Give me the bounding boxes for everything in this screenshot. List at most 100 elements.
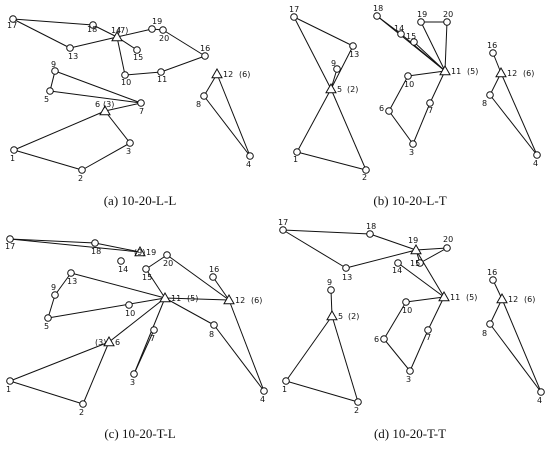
node-9-circle: [51, 67, 59, 75]
edge-8-4: [203, 95, 251, 157]
node-17-label: 17: [7, 21, 17, 30]
node-11-triangle: [438, 290, 450, 302]
node-12-triangle: [495, 66, 507, 78]
caption-d: (d) 10-20-T-T: [374, 426, 446, 441]
node-1-circle: [282, 377, 290, 385]
node-2-circle: [362, 166, 370, 174]
node-8-label: 8: [196, 100, 201, 109]
node-14-label: 14: [118, 265, 128, 274]
node-4-label: 4: [537, 396, 542, 405]
edge-11-10: [124, 71, 162, 76]
edge-2-6: [82, 341, 110, 405]
node-2-circle: [78, 166, 86, 174]
node-15-label: 15: [410, 259, 420, 268]
node-10-circle: [125, 301, 133, 309]
node-9-circle: [333, 65, 341, 73]
edge-3-7: [412, 102, 431, 145]
edge-6-1: [9, 341, 110, 382]
edge-10-14: [116, 36, 126, 76]
node-8-label: 8: [482, 99, 487, 108]
node-14-label: 14: [394, 24, 404, 33]
edge-5-9: [47, 294, 56, 319]
node-18-label: 18: [366, 222, 376, 231]
node-3-circle: [130, 370, 138, 378]
edge-14-19: [116, 28, 153, 38]
node-8-circle: [486, 320, 494, 328]
edge-6-7: [104, 102, 142, 112]
edge-18-19: [94, 242, 141, 253]
node-8-label: 8: [482, 329, 487, 338]
node-14-badge: (7): [117, 26, 128, 35]
node-4-circle: [537, 388, 545, 396]
node-15-label: 15: [142, 273, 152, 282]
node-12-label: 12: [223, 70, 233, 79]
node-8-circle: [486, 91, 494, 99]
edge-5-2: [330, 88, 367, 171]
node-17-label: 17: [289, 5, 299, 14]
node-20-circle: [159, 26, 167, 34]
edge-6-3: [383, 338, 411, 372]
edge-11-10: [405, 296, 445, 303]
node-7-circle: [150, 326, 158, 334]
edge-14-11: [400, 33, 446, 72]
node-4-label: 4: [246, 160, 251, 169]
node-7-circle: [137, 99, 145, 107]
edge-11-8: [164, 297, 215, 326]
edge-3-7: [133, 329, 155, 375]
edge-13-19: [345, 249, 417, 269]
node-3-circle: [406, 367, 414, 375]
node-9-label: 9: [51, 283, 56, 292]
node-20-circle: [443, 244, 451, 252]
node-15-label: 15: [406, 32, 416, 41]
node-20-label: 20: [159, 34, 169, 43]
edge-12-16: [212, 276, 230, 301]
node-7-label: 7: [139, 107, 144, 116]
edge-10-6: [383, 301, 407, 340]
edge-13-5: [330, 45, 354, 90]
edge-11-6: [108, 297, 166, 343]
node-18-label: 18: [91, 247, 101, 256]
edge-17-18: [9, 238, 96, 244]
edge-17-18: [12, 18, 94, 26]
node-18-circle: [373, 12, 381, 20]
edge-5-1: [285, 315, 333, 382]
node-6-label: 6: [379, 104, 384, 113]
node-18-label: 18: [373, 4, 383, 13]
node-15-circle: [416, 259, 424, 267]
node-16-circle: [489, 276, 497, 284]
node-11-label: 11: [171, 294, 181, 303]
edge-12-11: [164, 297, 230, 301]
edge-8-4: [489, 323, 542, 393]
node-1-circle: [293, 148, 301, 156]
node-14-label: 14: [392, 266, 402, 275]
node-20-label: 20: [443, 235, 453, 244]
edge-17-13: [12, 18, 71, 49]
node-5-circle: [44, 314, 52, 322]
edge-4-12: [501, 298, 542, 393]
node-19-badge: (9): [134, 248, 145, 257]
node-3-circle: [409, 140, 417, 148]
edge-11-15: [145, 268, 166, 299]
node-4-label: 4: [533, 159, 538, 168]
node-9-label: 9: [51, 60, 56, 69]
node-5-triangle: [325, 82, 337, 94]
node-9-label: 9: [331, 59, 336, 68]
node-12-label: 12: [507, 69, 517, 78]
node-12-triangle: [223, 293, 235, 305]
node-2-label: 2: [354, 406, 359, 415]
node-10-circle: [402, 298, 410, 306]
edge-7-11: [429, 70, 446, 104]
edge-18-19: [369, 233, 417, 251]
node-16-circle: [201, 52, 209, 60]
node-20-circle: [443, 18, 451, 26]
node-17-circle: [290, 13, 298, 21]
node-6-triangle: [99, 104, 111, 116]
node-13-label: 13: [349, 50, 359, 59]
node-17-label: 17: [5, 242, 15, 251]
node-3-label: 3: [126, 147, 131, 156]
caption-c: (c) 10-20-T-L: [104, 426, 175, 441]
node-3-label: 3: [409, 148, 414, 157]
node-16-label: 16: [209, 265, 219, 274]
node-7-label: 7: [150, 334, 155, 343]
